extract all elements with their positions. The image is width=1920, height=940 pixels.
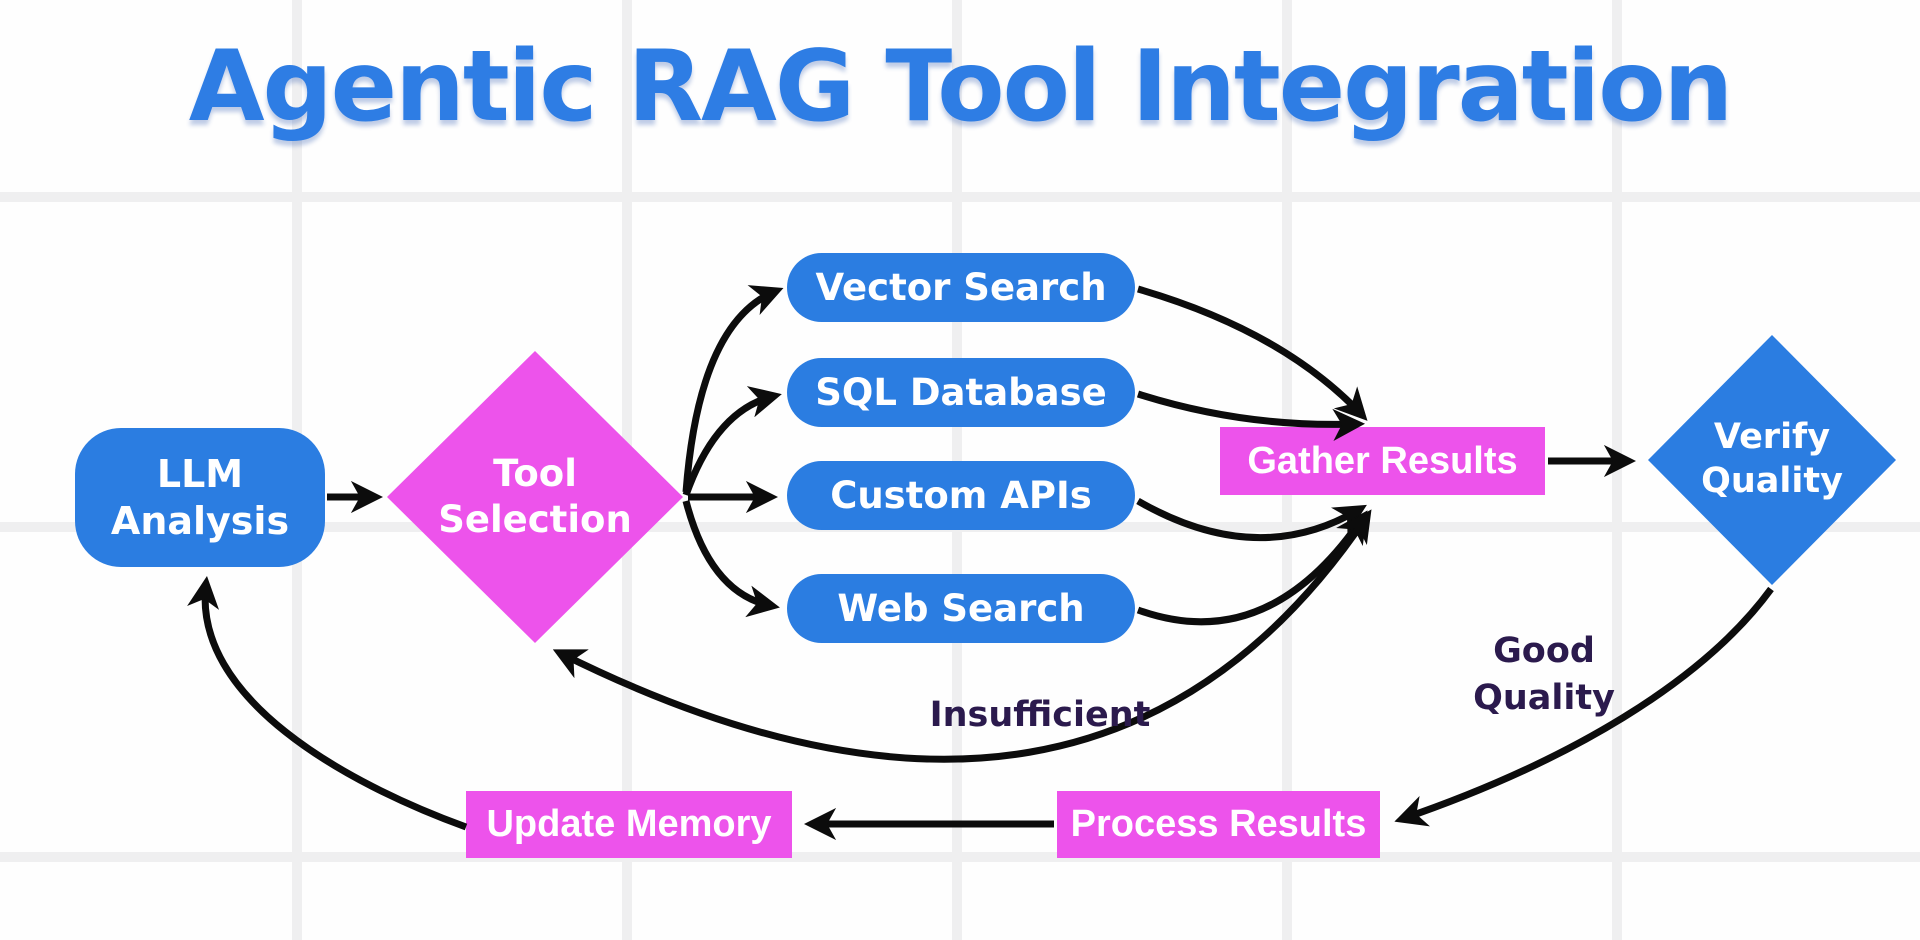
node-tool-selection-label-line1: Tool — [493, 451, 577, 495]
node-llm-analysis-label-line2: Analysis — [110, 498, 290, 543]
edge-label-insufficient: Insufficient — [890, 692, 1190, 739]
node-update-memory: Update Memory — [466, 791, 792, 858]
edge-label-good-quality-line1: Good — [1493, 631, 1595, 671]
arrow-customapis-to-gather — [1136, 497, 1367, 541]
node-vector-search-label: Vector Search — [815, 266, 1107, 309]
node-custom-apis: Custom APIs — [787, 461, 1135, 530]
node-custom-apis-label: Custom APIs — [830, 474, 1092, 517]
page-title: Agentic RAG Tool Integration — [188, 30, 1734, 144]
node-verify-quality-label-line1: Verify — [1713, 417, 1831, 458]
node-tool-selection-label-line2: Selection — [438, 498, 632, 541]
arrow-update-to-llm — [187, 576, 468, 831]
node-vector-search: Vector Search — [787, 253, 1135, 322]
edge-label-good-quality: Good Quality — [1444, 628, 1644, 723]
arrow-vectorsearch-to-gather — [1137, 285, 1368, 421]
arrow-websearch-to-gather — [1136, 510, 1368, 626]
node-tool-selection: Tool Selection — [387, 351, 683, 643]
node-web-search: Web Search — [787, 574, 1135, 643]
node-llm-analysis: LLM Analysis — [75, 428, 325, 567]
node-update-memory-label: Update Memory — [486, 803, 772, 845]
edge-label-insufficient-text: Insufficient — [929, 695, 1151, 735]
node-verify-quality-label-line2: Quality — [1701, 461, 1843, 501]
arrow-toolselection-to-websearch — [682, 500, 780, 618]
arrow-toolselection-to-sqldatabase — [682, 386, 782, 497]
node-process-results-label: Process Results — [1070, 803, 1367, 845]
node-llm-analysis-label-line1: LLM — [156, 452, 244, 497]
node-gather-results: Gather Results — [1220, 427, 1545, 495]
arrow-toolselection-to-vectorsearch — [682, 285, 784, 493]
arrow-sqldatabase-to-gather — [1136, 390, 1366, 441]
node-sql-database: SQL Database — [787, 358, 1135, 427]
node-gather-results-label: Gather Results — [1247, 439, 1518, 482]
node-verify-quality: Verify Quality — [1648, 335, 1896, 585]
node-sql-database-label: SQL Database — [815, 371, 1107, 414]
edge-label-good-quality-line2: Quality — [1473, 678, 1615, 719]
node-process-results: Process Results — [1057, 791, 1380, 858]
node-web-search-label: Web Search — [837, 587, 1085, 630]
